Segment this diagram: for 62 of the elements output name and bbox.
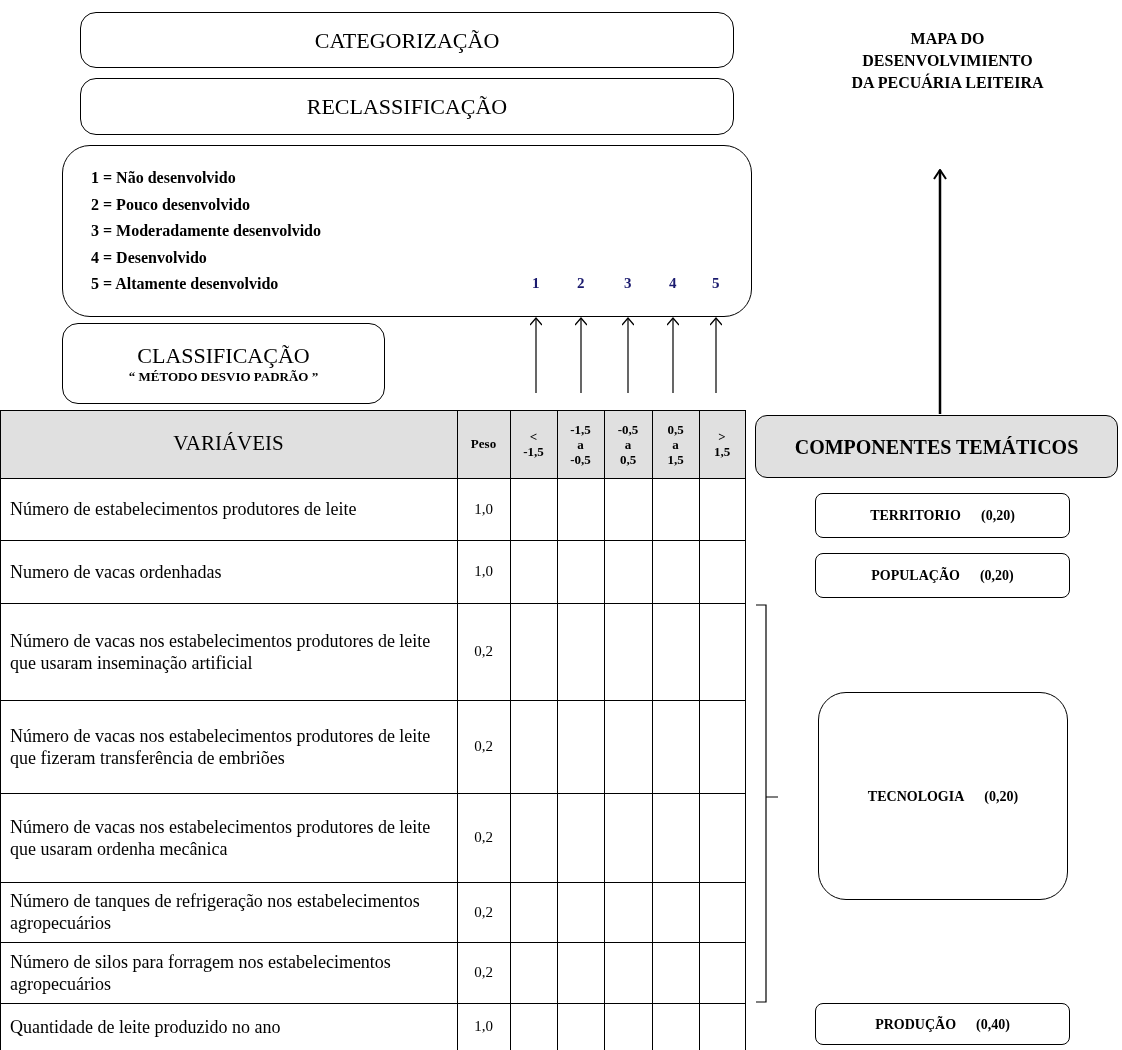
component-name: TERRITORIO	[870, 507, 961, 525]
scale-definition: 5 = Altamente desenvolvido	[91, 275, 279, 292]
arrow	[529, 317, 543, 394]
scale-number: 5	[712, 275, 720, 291]
variable-name: Número de vacas nos estabelecimentos produtores de leite que usaram ordenha mecânica	[10, 815, 432, 860]
weight-value: 0,2	[474, 828, 493, 848]
method-title: CLASSIFICAÇÃO	[137, 341, 310, 370]
scale-definition: 1 = Não desenvolvido	[91, 169, 236, 186]
scale-box	[62, 145, 752, 317]
column-header: -0,5 a 0,5	[616, 421, 640, 467]
column-header: -1,5 a -0,5	[569, 421, 592, 467]
variable-name: Número de tanques de refrigeração nos estabelecimentos agropecuários	[10, 890, 421, 934]
components-heading: COMPONENTES TEMÁTICOS	[794, 434, 1079, 460]
arrow	[621, 317, 635, 394]
column-header: VARIÁVEIS	[173, 430, 284, 458]
component-name: POPULAÇÃO	[871, 566, 960, 585]
column-header: Peso	[470, 435, 497, 454]
arrow	[709, 317, 723, 394]
scale-number: 2	[577, 275, 585, 291]
variable-name: Número de silos para forragem nos estabelecimentos agropecuários	[10, 950, 392, 995]
method-subtitle: “ MÉTODO DESVIO PADRÃO ”	[128, 369, 319, 386]
component-name: PRODUÇÃO	[875, 1015, 957, 1034]
component-weight: (0,20)	[980, 507, 1015, 525]
component-weight: (0,20)	[984, 787, 1019, 806]
step-box	[80, 78, 734, 135]
scale-number: 3	[624, 275, 632, 291]
step-title: CATEGORIZAÇÃO	[314, 26, 500, 55]
weight-value: 1,0	[474, 562, 493, 582]
weight-value: 0,2	[474, 963, 493, 983]
scale-number: 1	[532, 275, 540, 291]
weight-value: 1,0	[474, 1017, 493, 1037]
component-box-large	[818, 692, 1068, 900]
component-box	[815, 1003, 1070, 1045]
method-box	[62, 323, 385, 404]
component-weight: (0,20)	[979, 567, 1014, 585]
header-box	[755, 415, 1118, 478]
column-header: < -1,5	[522, 429, 545, 459]
scale-definition: 4 = Desenvolvido	[91, 248, 207, 266]
step-title: RECLASSIFICAÇÃO	[306, 93, 508, 121]
component-name: TECNOLOGIA	[867, 787, 965, 806]
component-weight: (0,40)	[976, 1015, 1010, 1034]
variable-name: Número de vacas nos estabelecimentos produtores de leite que usaram inseminação artificial	[10, 629, 432, 674]
map-title: MAPA DO DESENVOLVIMIENTO DA PECUÁRIA LEITEIRA	[850, 29, 1045, 93]
weight-value: 0,2	[474, 902, 493, 922]
column-header: 0,5 a 1,5	[666, 421, 685, 467]
variable-name: Quantidade de leite produzido no ano	[10, 1015, 281, 1038]
weight-value: 0,2	[474, 642, 493, 662]
scale-number: 4	[669, 275, 677, 291]
arrow	[574, 317, 588, 394]
scale-definition: 2 = Pouco desenvolvido	[91, 195, 250, 213]
arrow	[666, 317, 680, 394]
weight-value: 1,0	[474, 499, 493, 519]
component-box	[815, 493, 1070, 538]
variable-name: Número de estabelecimentos produtores de leite	[10, 498, 357, 520]
variable-name: Número de vacas nos estabelecimentos produtores de leite que fizeram transferência de embriões	[10, 724, 432, 769]
step-box	[80, 12, 734, 68]
component-box	[815, 553, 1070, 598]
scale-definition: 3 = Moderadamente desenvolvido	[91, 222, 321, 239]
weight-value: 0,2	[474, 737, 493, 757]
variable-name: Numero de vacas ordenhadas	[10, 560, 222, 583]
arrow	[933, 169, 947, 414]
column-header: > 1,5	[712, 429, 732, 459]
